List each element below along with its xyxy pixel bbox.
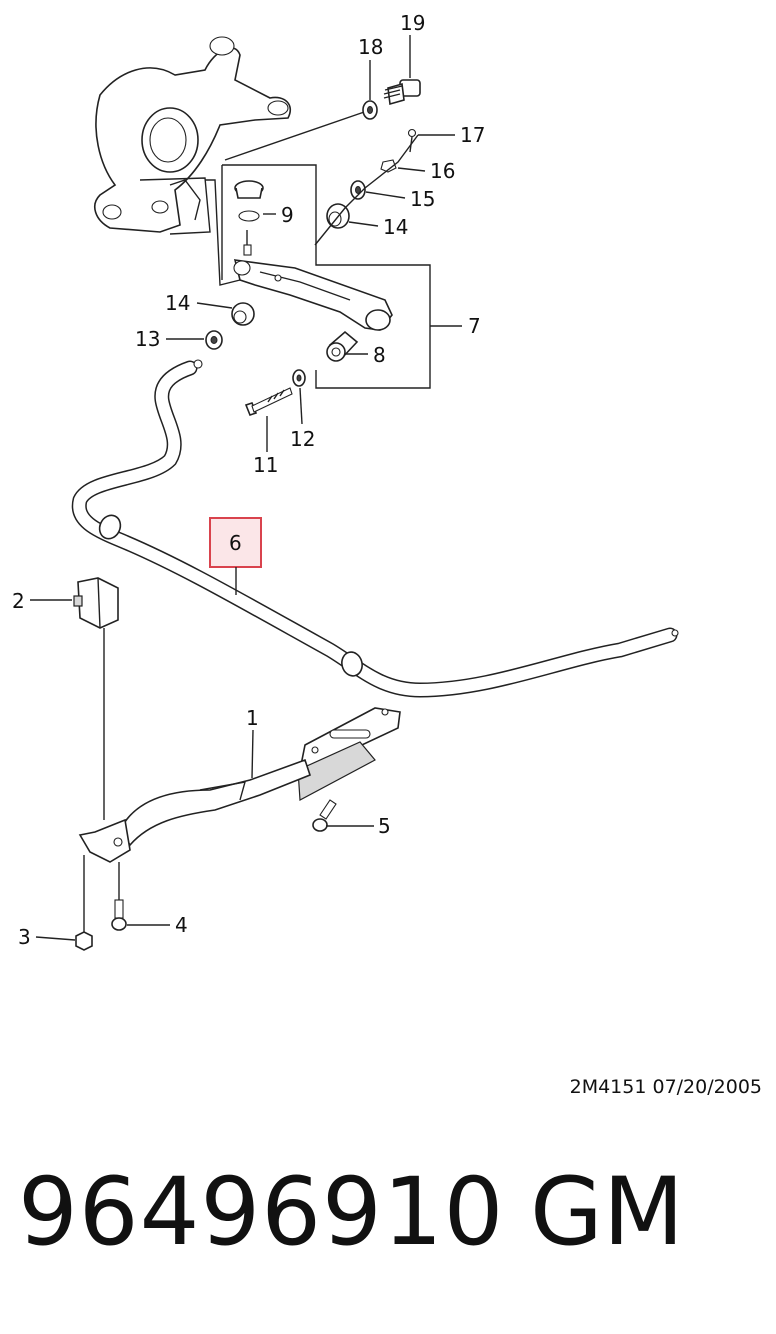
knuckle-to-arm-leader <box>205 179 241 286</box>
callout-5[interactable]: 5 <box>378 814 391 838</box>
bushing-8 <box>326 330 359 362</box>
drawing-code: 2M4151 07/20/2005 <box>569 1076 762 1098</box>
brand-name: GM <box>530 1158 684 1267</box>
exploded-parts-diagram: 19 18 17 16 15 14 9 7 8 14 13 11 12 6 2 … <box>12 11 679 951</box>
ball-joint-boot-9 <box>234 180 264 256</box>
bushing-14-lower <box>231 302 255 326</box>
callout-11[interactable]: 11 <box>253 453 278 477</box>
callout-19[interactable]: 19 <box>400 11 425 35</box>
stabilizer-bushing-2 <box>73 577 119 820</box>
bracket-1 <box>78 707 401 863</box>
callout-6[interactable]: 6 <box>229 531 242 555</box>
callout-13[interactable]: 13 <box>135 327 160 351</box>
callout-16[interactable]: 16 <box>430 159 455 183</box>
group-box-7 <box>222 164 431 389</box>
knuckle-leader <box>224 109 371 161</box>
bolt-11 <box>244 387 293 416</box>
callout-8[interactable]: 8 <box>373 343 386 367</box>
bolt-19 <box>383 79 421 106</box>
part-number: 96496910 <box>18 1158 505 1267</box>
callout-4[interactable]: 4 <box>175 913 188 937</box>
callout-17[interactable]: 17 <box>460 123 485 147</box>
bolt-5 <box>312 799 337 832</box>
callout-1[interactable]: 1 <box>246 706 259 730</box>
callout-7[interactable]: 7 <box>468 314 481 338</box>
stabilizer-bar <box>71 359 679 698</box>
callout-9[interactable]: 9 <box>281 203 294 227</box>
callout-12[interactable]: 12 <box>290 427 315 451</box>
highlight-box-6 <box>209 517 262 568</box>
callout-14-lower[interactable]: 14 <box>165 291 190 315</box>
bolt-4 <box>111 862 127 931</box>
callout-3[interactable]: 3 <box>18 925 31 949</box>
nut-16 <box>380 159 397 173</box>
callout-18[interactable]: 18 <box>358 35 383 59</box>
callout-14-upper[interactable]: 14 <box>383 215 408 239</box>
leader-lines <box>30 35 462 941</box>
lower-control-arm <box>233 259 393 331</box>
steering-knuckle <box>94 36 292 235</box>
callout-15[interactable]: 15 <box>410 187 435 211</box>
callout-2[interactable]: 2 <box>12 589 25 613</box>
nut-3 <box>75 855 93 951</box>
